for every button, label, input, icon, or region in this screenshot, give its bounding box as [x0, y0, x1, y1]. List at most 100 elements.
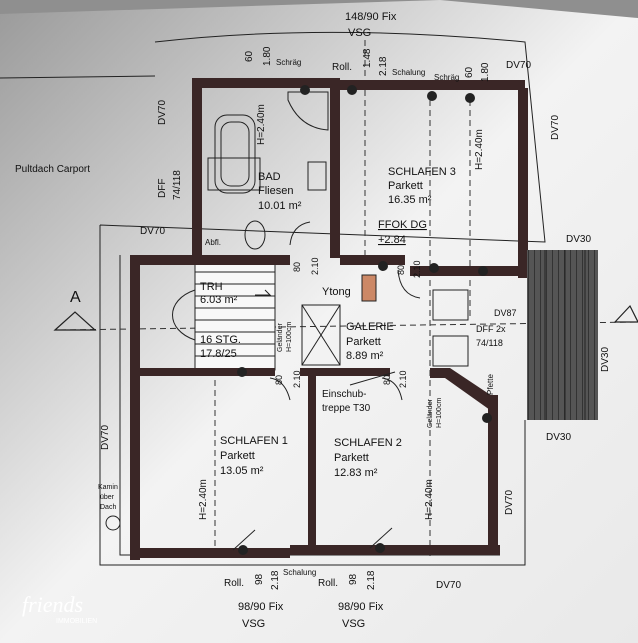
schraeg-right-label: Schräg [434, 73, 459, 82]
trh-steps: 16 STG. [200, 334, 241, 346]
door-210-d: 2.10 [398, 370, 408, 388]
roll-bottom-right: Roll. [318, 578, 338, 589]
section-arrow-right [613, 304, 638, 323]
dv70-left-mid: DV70 [140, 226, 165, 237]
galerie-floor: Parkett [346, 336, 381, 348]
dv70-left-top: DV70 [157, 100, 168, 125]
bad-name: BAD [258, 171, 281, 183]
einschub-label-1: Einschub- [322, 389, 366, 400]
door-80-a: 80 [292, 262, 302, 272]
dv70-right-top: DV70 [550, 115, 561, 140]
vanity-icon [207, 157, 261, 191]
bad-height: H=2.40m [256, 104, 267, 145]
plan-edge-left [0, 75, 156, 79]
dv30-top-label: DV30 [566, 234, 591, 245]
skylight-1 [432, 289, 469, 321]
schlafen1-height: H=2.40m [198, 479, 209, 520]
door-80-c: 80 [274, 375, 284, 385]
top-fix-label: 148/90 Fix [345, 11, 397, 23]
schlafen3-floor: Parkett [388, 180, 423, 192]
staircase [172, 259, 276, 371]
carport-roof-hatch [527, 250, 598, 420]
bad-floor: Fliesen [258, 185, 293, 197]
schlafen1-area: 13.05 m² [220, 465, 264, 477]
kamin-label-2: über [100, 494, 115, 501]
galerie-name: GALERIE [346, 321, 394, 333]
roll-top-label: Roll. [332, 62, 352, 73]
roll-bottom-left: Roll. [224, 578, 244, 589]
dim-218-label: 2.18 [378, 56, 389, 76]
dv30-bottom-label: DV30 [546, 432, 571, 443]
toilet-icon [244, 220, 266, 250]
brand-tagline: IMMOBILIEN [56, 618, 97, 625]
trh-name: TRH [200, 281, 223, 293]
dv70-left-low: DV70 [100, 425, 111, 450]
dim-60-right: 60 [464, 66, 475, 78]
dim-98-bottom-left: 98 [254, 573, 265, 585]
shower-icon [287, 91, 329, 131]
dim-180-right: 1.80 [480, 62, 491, 82]
schlafen2-area: 12.83 m² [334, 467, 378, 479]
fix-bottom-left: 98/90 Fix [238, 601, 284, 613]
ffok-label: FFOK DG [378, 219, 427, 231]
einschub-label-2: treppe T30 [322, 403, 371, 414]
skylight-2 [432, 335, 469, 367]
door-80-d: 80 [382, 375, 392, 385]
schlafen2-floor: Parkett [334, 452, 369, 464]
abfl-label: Abfl. [205, 238, 221, 247]
ytong-label: Ytong [322, 286, 351, 298]
dim-218-bottom-left: 2.18 [270, 570, 281, 590]
door-210-b: 2.10 [412, 260, 422, 278]
dim-180-left: 1.80 [262, 46, 273, 66]
schlafen3-name: SCHLAFEN 3 [388, 166, 456, 178]
dff-size-label: 74/118 [172, 170, 183, 200]
schraeg-left-label: Schräg [276, 58, 301, 67]
dv70-top-right: DV70 [506, 60, 531, 71]
door-210-c: 2.10 [292, 370, 302, 388]
schlafen2-name: SCHLAFEN 2 [334, 437, 402, 449]
dim-218-bottom-right: 2.18 [366, 570, 377, 590]
schalung-top-label: Schalung [392, 68, 425, 77]
top-vsg-label: VSG [348, 27, 371, 39]
walls [130, 78, 528, 560]
gelaender-right-h: H=100cm [436, 398, 443, 428]
section-arrow-left [53, 311, 97, 331]
section-a-label: A [70, 289, 81, 306]
gelaender-right: Geländer [427, 399, 434, 428]
chimney-outside-icon [105, 515, 121, 531]
gelaender-left: Geländer [277, 323, 284, 352]
dv87-label: DV87 [494, 308, 517, 318]
dv70-right-low: DV70 [504, 490, 515, 515]
galerie-area: 8.89 m² [346, 350, 384, 362]
trh-area: 6.03 m² [200, 294, 238, 306]
dv70-bottom-label: DV70 [436, 580, 461, 591]
gelaender-left-h: H=100cm [286, 322, 293, 352]
roof-outline [99, 31, 546, 566]
ffok-value: +2.84 [378, 234, 406, 246]
fix-bottom-right: 98/90 Fix [338, 601, 384, 613]
pultdach-label: Pultdach Carport [15, 164, 90, 175]
vsg-bottom-left: VSG [242, 618, 265, 630]
schlafen3-area: 16.35 m² [388, 194, 432, 206]
dim-148-label: 1.48 [362, 48, 373, 68]
vsg-bottom-right: VSG [342, 618, 365, 630]
trh-rise: 17.8/25 [200, 348, 237, 360]
schlafen1-name: SCHLAFEN 1 [220, 435, 288, 447]
schlafen3-height: H=2.40m [474, 129, 485, 170]
brand-logo: friends [22, 592, 83, 617]
bathtub-icon [214, 114, 256, 194]
schlafen2-height: H=2.40m [424, 479, 435, 520]
dff2x-label: DFF 2x [476, 324, 506, 334]
dim-98-bottom-right: 98 [348, 573, 359, 585]
dff-label: DFF [157, 179, 168, 198]
attic-hatch [301, 304, 341, 366]
sink-icon [307, 161, 327, 191]
door-80-b: 80 [396, 265, 406, 275]
kamin-label-3: Dach [100, 504, 116, 511]
dff2x-size-label: 74/118 [476, 338, 503, 348]
bad-area: 10.01 m² [258, 200, 302, 212]
schalung-bottom-label: Schalung [283, 568, 316, 577]
dv30-right-label: DV30 [600, 347, 611, 372]
schlafen1-floor: Parkett [220, 450, 255, 462]
